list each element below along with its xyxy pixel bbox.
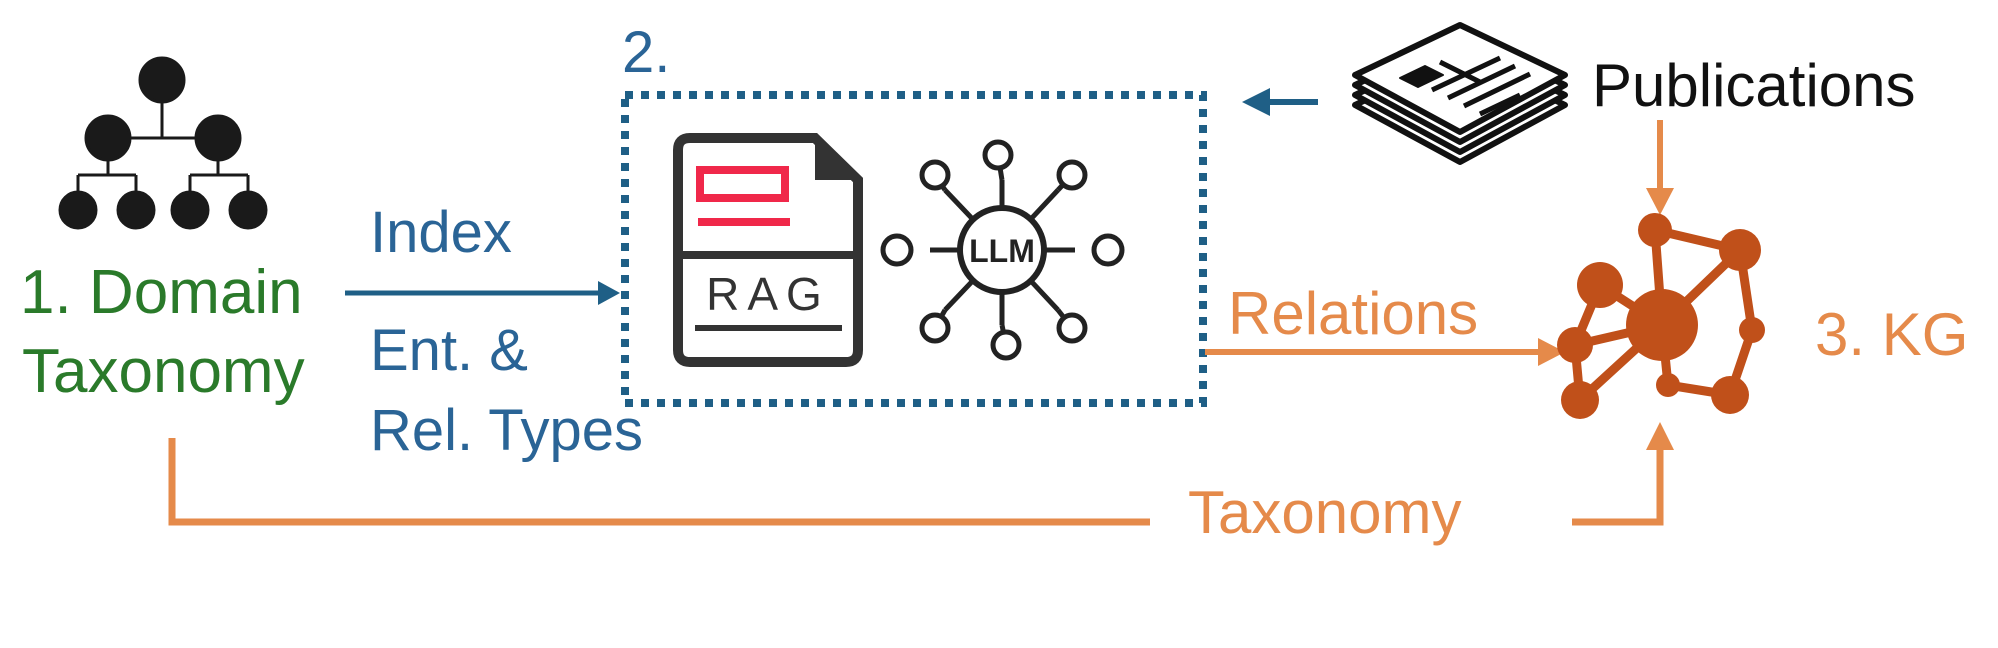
relations-arrow: [1205, 338, 1565, 366]
publications-label: Publications: [1592, 52, 1916, 119]
step1-label-line2: Taxonomy: [22, 337, 305, 406]
step1-label-line1: 1. Domain: [20, 258, 303, 327]
ent-rel-label-line2: Rel. Types: [370, 398, 643, 463]
step2-label: 2.: [622, 20, 670, 85]
llm-network-icon: LLM: [880, 139, 1125, 361]
relations-label: Relations: [1228, 280, 1478, 347]
hierarchy-tree-icon: [58, 56, 268, 230]
index-arrow: [345, 281, 620, 305]
ent-rel-label-line1: Ent. &: [370, 318, 528, 383]
taxonomy-path: [168, 422, 1674, 526]
llm-icon-text: LLM: [969, 233, 1035, 269]
publications-to-kg-arrow: [1646, 120, 1674, 215]
rag-icon-text: RAG: [706, 268, 830, 320]
rag-document-icon: RAG: [673, 133, 863, 367]
rag-llm-box: [621, 91, 1207, 407]
taxonomy-label: Taxonomy: [1188, 479, 1461, 546]
step3-label: 3. KG: [1815, 301, 1968, 368]
stacked-papers-icon: [1352, 22, 1568, 165]
knowledge-graph-icon: [1557, 213, 1765, 419]
publications-arrow: [1242, 88, 1318, 116]
index-label: Index: [370, 200, 512, 265]
